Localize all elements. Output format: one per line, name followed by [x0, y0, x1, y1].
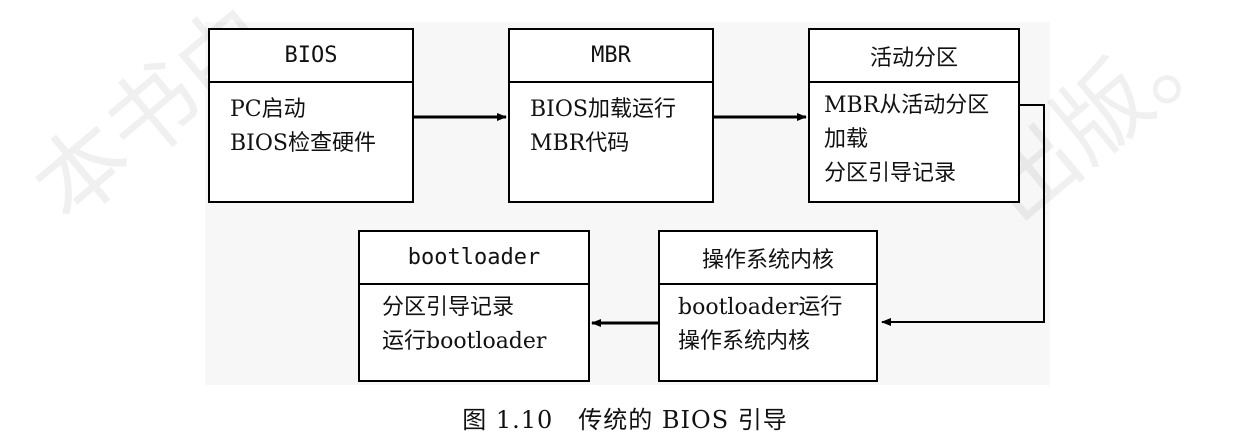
- bootloader-box-body: 分区引导记录 运行bootloader: [360, 285, 588, 359]
- bootloader-line-1: 分区引导记录: [382, 295, 515, 320]
- bios-box: BIOS PC启动 BIOS检查硬件: [208, 28, 414, 203]
- active-partition-line-3: 分区引导记录: [824, 161, 957, 186]
- active-partition-box: 活动分区 MBR从活动分区 加载 分区引导记录: [808, 28, 1020, 203]
- bios-box-body: PC启动 BIOS检查硬件: [210, 83, 412, 161]
- mbr-line-2: MBR代码: [530, 131, 630, 156]
- kernel-box-body: bootloader运行 操作系统内核: [660, 285, 876, 359]
- mbr-box-body: BIOS加载运行 MBR代码: [510, 83, 712, 161]
- bios-line-2: BIOS检查硬件: [230, 131, 376, 156]
- bootloader-line-2: 运行bootloader: [382, 329, 547, 354]
- active-partition-line-1: MBR从活动分区: [824, 93, 990, 118]
- kernel-box-header: 操作系统内核: [660, 232, 876, 285]
- kernel-box: 操作系统内核 bootloader运行 操作系统内核: [658, 230, 878, 382]
- kernel-line-1: bootloader运行: [678, 295, 843, 320]
- mbr-box-header: MBR: [510, 30, 712, 83]
- bootloader-box-header: bootloader: [360, 232, 588, 285]
- arrow-active-partition-to-kernel: [881, 104, 1045, 326]
- mbr-line-1: BIOS加载运行: [530, 97, 676, 122]
- bootloader-box: bootloader 分区引导记录 运行bootloader: [358, 230, 590, 382]
- active-partition-line-2: 加载: [824, 127, 869, 152]
- kernel-line-2: 操作系统内核: [678, 329, 811, 354]
- bios-box-header: BIOS: [210, 30, 412, 83]
- active-partition-box-header: 活动分区: [810, 30, 1018, 83]
- figure-caption: 图 1.10 传统的 BIOS 引导: [462, 406, 788, 434]
- active-partition-box-body: MBR从活动分区 加载 分区引导记录: [810, 83, 1018, 191]
- bios-line-1: PC启动: [230, 97, 306, 122]
- mbr-box: MBR BIOS加载运行 MBR代码: [508, 28, 714, 203]
